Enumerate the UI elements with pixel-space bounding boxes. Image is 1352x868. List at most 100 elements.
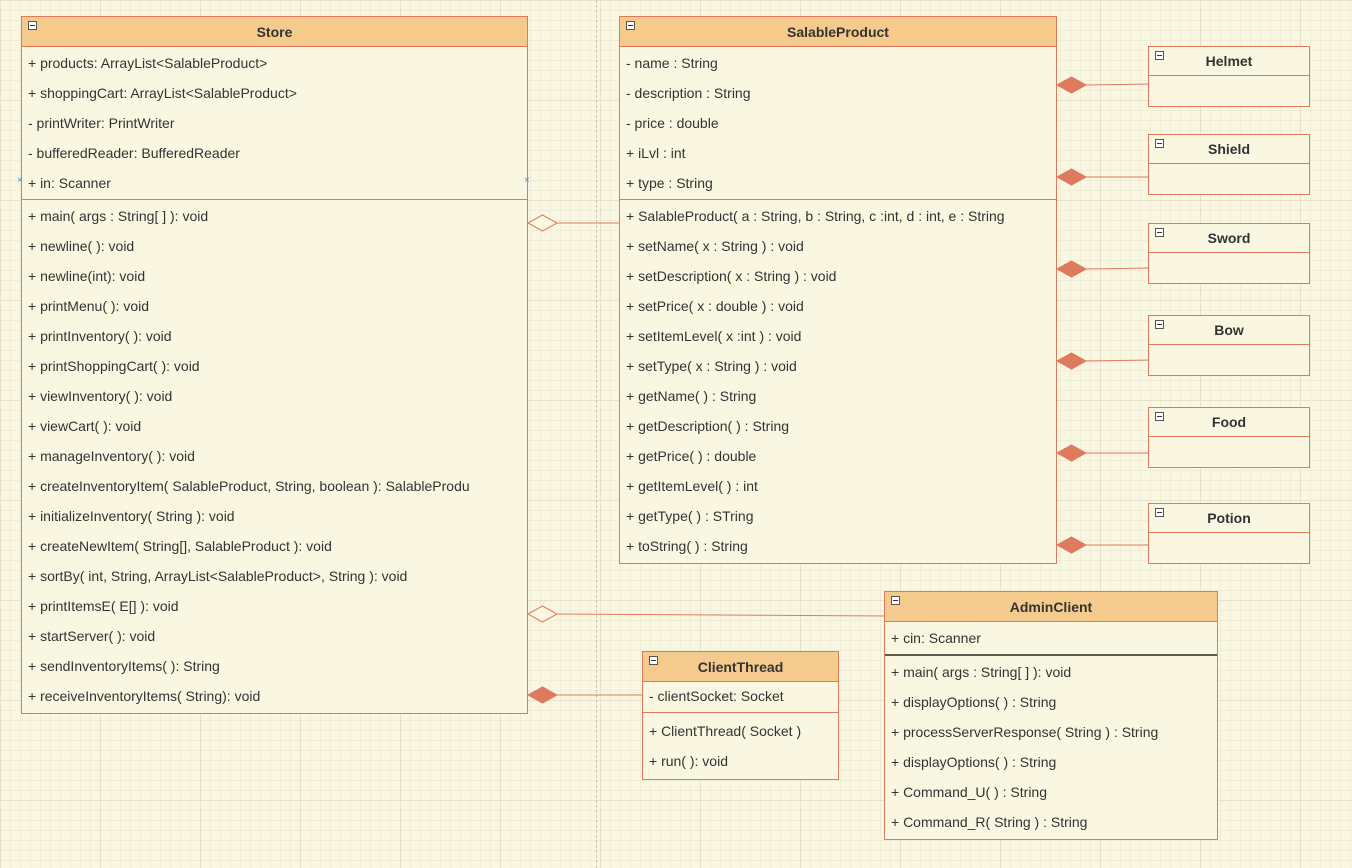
class-header[interactable]: SalableProduct <box>620 17 1056 47</box>
operation[interactable]: + receiveInventoryItems( String): void <box>28 688 261 704</box>
attribute[interactable]: - description : String <box>626 85 751 101</box>
class-sword[interactable]: Sword <box>1148 223 1310 284</box>
attribute[interactable]: + cin: Scanner <box>891 630 981 646</box>
collapse-icon[interactable] <box>1155 228 1164 237</box>
attribute[interactable]: + iLvl : int <box>626 145 686 161</box>
empty-attribute-section <box>1149 76 1309 105</box>
operation[interactable]: + setDescription( x : String ) : void <box>626 268 837 284</box>
attribute[interactable]: - price : double <box>626 115 719 131</box>
attribute[interactable]: - bufferedReader: BufferedReader <box>28 145 240 161</box>
collapse-icon[interactable] <box>649 656 658 665</box>
class-name: Store <box>256 24 293 40</box>
class-name: Shield <box>1207 141 1250 157</box>
salableproduct-shield-composition[interactable] <box>1055 168 1149 186</box>
salableproduct-sword-composition[interactable] <box>1055 260 1150 278</box>
operation[interactable]: + setPrice( x : double ) : void <box>626 298 804 314</box>
class-name: SalableProduct <box>787 24 889 40</box>
class-header[interactable]: Food <box>1149 408 1309 437</box>
class-header[interactable]: Potion <box>1149 504 1309 533</box>
collapse-icon[interactable] <box>1155 51 1164 60</box>
salableproduct-bow-composition[interactable] <box>1055 352 1150 370</box>
attribute[interactable]: - clientSocket: Socket <box>649 688 784 704</box>
operation[interactable]: + main( args : String[ ] ): void <box>28 208 209 224</box>
class-bow[interactable]: Bow <box>1148 315 1310 376</box>
salableproduct-potion-composition[interactable] <box>1055 536 1149 554</box>
operation[interactable]: + getName( ) : String <box>626 388 757 404</box>
operation[interactable]: + createInventoryItem( SalableProduct, S… <box>28 478 470 494</box>
operation[interactable]: + viewCart( ): void <box>28 418 142 434</box>
class-header[interactable]: ClientThread <box>643 652 838 682</box>
class-admin-client[interactable]: AdminClient + cin: Scanner + main( args … <box>884 591 1218 840</box>
operation[interactable]: + toString( ) : String <box>626 538 748 554</box>
operation[interactable]: + getItemLevel( ) : int <box>626 478 758 494</box>
salableproduct-food-composition[interactable] <box>1055 444 1149 462</box>
class-salable-product[interactable]: SalableProduct - name : String - descrip… <box>619 16 1057 564</box>
operation[interactable]: + main( args : String[ ] ): void <box>891 664 1072 680</box>
class-header[interactable]: Bow <box>1149 316 1309 345</box>
class-helmet[interactable]: Helmet <box>1148 46 1310 107</box>
attribute[interactable]: + type : String <box>626 175 713 191</box>
operation[interactable]: + setName( x : String ) : void <box>626 238 804 254</box>
operation[interactable]: + run( ): void <box>649 753 728 769</box>
operation[interactable]: + setType( x : String ) : void <box>626 358 797 374</box>
operation[interactable]: + printItemsE( E[] ): void <box>28 598 179 614</box>
operation[interactable]: + Command_U( ) : String <box>891 784 1047 800</box>
class-header[interactable]: Sword <box>1149 224 1309 253</box>
empty-attribute-section <box>1149 533 1309 562</box>
operation[interactable]: + sendInventoryItems( ): String <box>28 658 220 674</box>
attribute[interactable]: + shoppingCart: ArrayList<SalableProduct… <box>28 85 297 101</box>
operation[interactable]: + initializeInventory( String ): void <box>28 508 235 524</box>
operation[interactable]: + printMenu( ): void <box>28 298 149 314</box>
operation[interactable]: + getType( ) : STring <box>626 508 754 524</box>
class-header[interactable]: Store <box>22 17 527 47</box>
class-header[interactable]: AdminClient <box>885 592 1217 622</box>
store-clientthread-composition[interactable] <box>526 686 643 704</box>
operation[interactable]: + getDescription( ) : String <box>626 418 790 434</box>
operation[interactable]: + displayOptions( ) : String <box>891 754 1057 770</box>
store-salableproduct-aggregation[interactable] <box>526 214 620 232</box>
class-header[interactable]: Helmet <box>1149 47 1309 76</box>
operation-list: + main( args : String[ ] ): void + newli… <box>22 199 527 712</box>
class-header[interactable]: Shield <box>1149 135 1309 164</box>
collapse-icon[interactable] <box>1155 412 1164 421</box>
collapse-icon[interactable] <box>1155 508 1164 517</box>
class-potion[interactable]: Potion <box>1148 503 1310 564</box>
operation[interactable]: + viewInventory( ): void <box>28 388 173 404</box>
attribute[interactable]: + products: ArrayList<SalableProduct> <box>28 55 268 71</box>
collapse-icon[interactable] <box>626 21 635 30</box>
operation[interactable]: + setItemLevel( x :int ) : void <box>626 328 802 344</box>
operation[interactable]: + manageInventory( ): void <box>28 448 195 464</box>
operation[interactable]: + getPrice( ) : double <box>626 448 757 464</box>
operation[interactable]: + createNewItem( String[], SalableProduc… <box>28 538 332 554</box>
selection-handle[interactable]: × <box>17 175 23 186</box>
store-adminclient-aggregation[interactable] <box>526 605 886 623</box>
selection-handle[interactable]: × <box>524 175 530 186</box>
attribute[interactable]: + in: Scanner <box>28 175 111 191</box>
class-client-thread[interactable]: ClientThread - clientSocket: Socket + Cl… <box>642 651 839 780</box>
operation[interactable]: + displayOptions( ) : String <box>891 694 1057 710</box>
operation[interactable]: + processServerResponse( String ) : Stri… <box>891 724 1159 740</box>
operation[interactable]: + printInventory( ): void <box>28 328 172 344</box>
collapse-icon[interactable] <box>891 596 900 605</box>
class-name: AdminClient <box>1009 599 1093 615</box>
operation[interactable]: + newline( ): void <box>28 238 135 254</box>
operation[interactable]: + startServer( ): void <box>28 628 156 644</box>
collapse-icon[interactable] <box>1155 139 1164 148</box>
collapse-icon[interactable] <box>28 21 37 30</box>
class-shield[interactable]: Shield <box>1148 134 1310 195</box>
empty-attribute-section <box>1149 437 1309 466</box>
attribute[interactable]: - printWriter: PrintWriter <box>28 115 175 131</box>
operation[interactable]: + ClientThread( Socket ) <box>649 723 802 739</box>
operation[interactable]: + sortBy( int, String, ArrayList<Salable… <box>28 568 408 584</box>
operation[interactable]: + printShoppingCart( ): void <box>28 358 200 374</box>
attribute[interactable]: - name : String <box>626 55 718 71</box>
class-store[interactable]: Store + products: ArrayList<SalableProdu… <box>21 16 528 714</box>
operation[interactable]: + Command_R( String ) : String <box>891 814 1088 830</box>
operation[interactable]: + SalableProduct( a : String, b : String… <box>626 208 1005 224</box>
salableproduct-helmet-composition[interactable] <box>1055 76 1150 94</box>
class-name: Sword <box>1207 230 1251 246</box>
class-food[interactable]: Food <box>1148 407 1310 468</box>
operation[interactable]: + newline(int): void <box>28 268 146 284</box>
collapse-icon[interactable] <box>1155 320 1164 329</box>
